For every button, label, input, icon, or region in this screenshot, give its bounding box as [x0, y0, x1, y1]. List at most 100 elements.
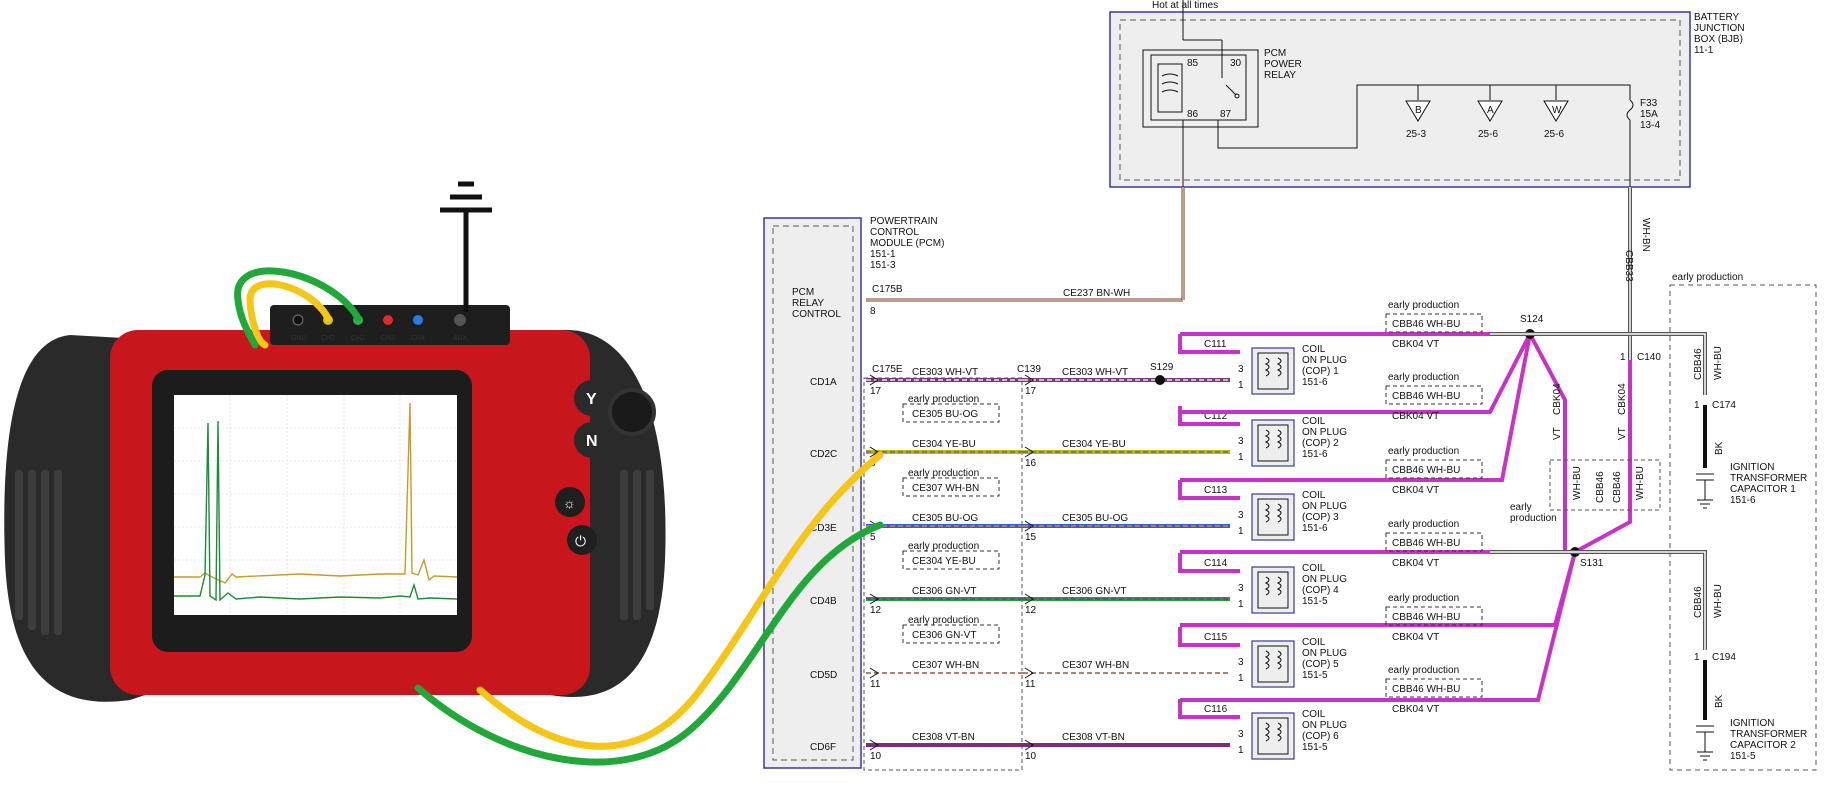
- row-1-coil-label-4: 151-6: [1302, 377, 1328, 388]
- v-cbb46-2: CBB46: [1595, 471, 1606, 503]
- ch-label-ch4: CH4: [411, 335, 425, 342]
- c140-label: C140: [1637, 352, 1661, 363]
- early-prod-v-1: early: [1510, 502, 1532, 513]
- relay-ctrl-3: CONTROL: [792, 309, 841, 320]
- arrow-row-4-a: [869, 593, 879, 605]
- fuse-label-2: 15A: [1640, 109, 1658, 120]
- pcm-label-2: CONTROL: [870, 227, 919, 238]
- dpad-button[interactable]: [608, 388, 656, 436]
- ch-label-aux: AUX: [453, 335, 468, 342]
- row-1-coil-feed: [1178, 334, 1240, 354]
- relay-pin-86: 86: [1187, 109, 1199, 120]
- cap2-wire-bottom: BK: [1714, 694, 1725, 708]
- row-1-coil-pin-1: 1: [1238, 380, 1244, 391]
- cap1-wire-top: CBB46: [1693, 348, 1704, 380]
- row-5-coil-feed: [1178, 627, 1240, 647]
- row-4-coil-connector: C114: [1204, 558, 1228, 569]
- row-2-wire-right: CE304 YE-BU: [1062, 439, 1126, 450]
- arrow-row-5-b: [1024, 667, 1034, 679]
- relay-pin-87: 87: [1220, 109, 1232, 120]
- ground-symbol-icon: [440, 181, 492, 312]
- screen-graticule: [174, 395, 457, 615]
- cbb33-label: CBB33: [1623, 250, 1634, 282]
- row-6-right-num: 10: [1025, 751, 1037, 762]
- row-1-coil-label-3: (COP) 1: [1302, 366, 1339, 377]
- row-1-side-cbk04: CBK04 VT: [1392, 339, 1439, 350]
- brightness-icon: ☼: [563, 495, 576, 511]
- row-5-side-box: [1385, 606, 1483, 626]
- row-5-side-cbk04: CBK04 VT: [1392, 632, 1439, 643]
- row-5-early-box: [902, 624, 1000, 644]
- v-vt-2: VT: [1617, 427, 1628, 440]
- relay-label-2: POWER: [1264, 59, 1302, 70]
- arrow-row-6-b: [1024, 739, 1034, 751]
- row-2-coil-label-1: COIL: [1302, 416, 1326, 427]
- row-4-right-num: 12: [1025, 605, 1037, 616]
- no-button[interactable]: [574, 422, 610, 458]
- row-5-side-cbb46: CBB46 WH-BU: [1392, 612, 1460, 623]
- relay-pin-30: 30: [1230, 58, 1242, 69]
- pcm-label-3: MODULE (PCM): [870, 238, 944, 249]
- power-button[interactable]: [567, 525, 597, 555]
- row-3-side-box: [1385, 459, 1483, 479]
- arrow-row-3-b: [1024, 520, 1034, 532]
- v-cbk04-2: CBK04: [1617, 383, 1628, 415]
- row-6-coil-label-4: 151-5: [1302, 742, 1328, 753]
- row-3-coil-feed: [1178, 480, 1240, 500]
- fuse-label-1: F33: [1640, 98, 1658, 109]
- row-1-coil-label-2: ON PLUG: [1302, 355, 1347, 366]
- row-1-wire-left: CE303 WH-VT: [912, 367, 978, 378]
- bjb-ground-a: A 25-6: [1477, 100, 1503, 140]
- row-2-side-cbk04: CBK04 VT: [1392, 411, 1439, 422]
- ground-b-ref: 25-3: [1406, 129, 1426, 140]
- probe-lead-green-tail: [414, 521, 884, 766]
- row-5-coil-frame: [1257, 645, 1289, 683]
- brightness-button[interactable]: [555, 487, 585, 517]
- row-5-coil-pin-3: 3: [1238, 657, 1244, 668]
- ground-a-ref: 25-6: [1478, 129, 1498, 140]
- cap2-wire-top2: WH-BU: [1713, 584, 1724, 618]
- yes-button[interactable]: [574, 380, 610, 416]
- row-2-early-box: [902, 403, 1000, 423]
- row-3-side-cbk04: CBK04 VT: [1392, 485, 1439, 496]
- row-4-wire-right: CE306 GN-VT: [1062, 586, 1126, 597]
- relay-ctrl-2: RELAY: [792, 298, 824, 309]
- row-4-coil-frame: [1257, 571, 1289, 609]
- row-1-left-num: 17: [870, 386, 882, 397]
- arrow-row-5-a: [869, 667, 879, 679]
- c175e-connector: [863, 377, 1023, 771]
- row-4-coil-body: [1251, 566, 1295, 614]
- cap1-label-1: IGNITION: [1730, 462, 1774, 473]
- pcm-label-4: 151-1: [870, 249, 896, 260]
- row-4-early-alt: CE304 YE-BU: [912, 556, 976, 567]
- scope-buttons: Y N ☼ ⏻: [555, 380, 656, 555]
- cap1-label-2: TRANSFORMER: [1730, 473, 1807, 484]
- row-2-side-box: [1385, 385, 1483, 405]
- row-4-coil-label-4: 151-5: [1302, 596, 1328, 607]
- row-2-right-num: 16: [1025, 458, 1037, 469]
- arrow-row-1-a: [869, 374, 879, 386]
- row-2-coil-pin-3: 3: [1238, 436, 1244, 447]
- row-1-wire-right: CE303 WH-VT: [1062, 367, 1128, 378]
- row-6-side-early: early production: [1388, 665, 1459, 676]
- arrow-row-6-a: [869, 739, 879, 751]
- row-3-coil-body: [1251, 493, 1295, 541]
- ground-w-letter: W: [1552, 105, 1562, 116]
- row-3-left-num: 5: [870, 532, 876, 543]
- row-2-early-alt: CE305 BU-OG: [912, 409, 978, 420]
- row-4-coil-label-1: COIL: [1302, 563, 1326, 574]
- pcm-pin-cd3e: CD3E: [810, 523, 837, 534]
- row-6-coil-winding-icon: [1264, 722, 1282, 742]
- row-1-coil-connector: C111: [1204, 339, 1227, 350]
- pcm-module: POWERTRAIN CONTROL MODULE (PCM) 151-1 15…: [763, 216, 944, 769]
- probe-lead-green: [234, 267, 362, 349]
- row-5-coil-winding-icon: [1264, 650, 1282, 670]
- s131-label: S131: [1580, 558, 1604, 569]
- row-1-side-early: early production: [1388, 300, 1459, 311]
- v-vt-1: VT: [1552, 427, 1563, 440]
- row-2-coil-body: [1251, 419, 1295, 467]
- relay-control-circuit: C175B 8 CE237 BN-WH: [866, 120, 1185, 317]
- row-5-early-label: early production: [908, 615, 979, 626]
- v-wh-bu-2: WH-BU: [1635, 466, 1646, 500]
